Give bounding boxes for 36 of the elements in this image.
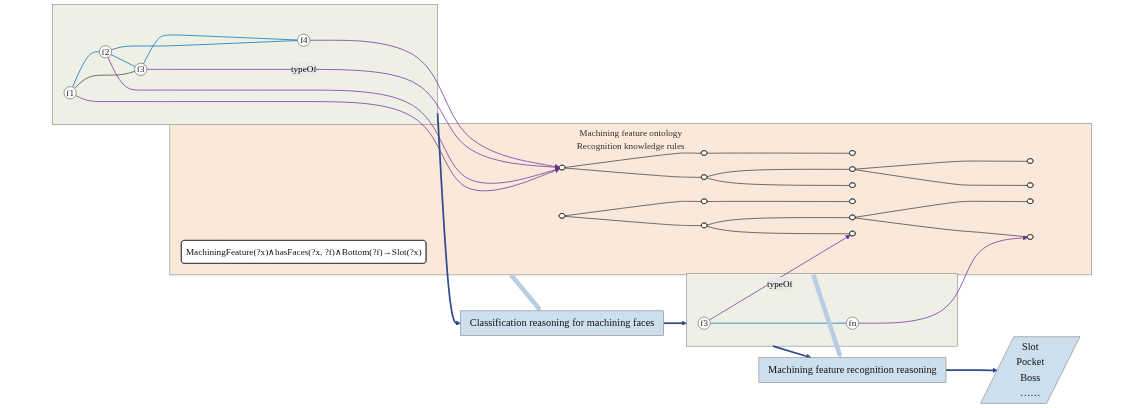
connector — [706, 201, 851, 202]
node-box: Classification reasoning for machining faces — [460, 310, 664, 336]
connector — [110, 40, 298, 51]
connector — [855, 160, 1029, 170]
node-circle: f3 — [697, 316, 711, 330]
connector — [564, 216, 702, 227]
connector — [706, 177, 851, 186]
arrow — [772, 345, 812, 359]
node-circle: f2 — [99, 45, 112, 59]
connector — [564, 167, 702, 178]
arrow — [662, 320, 687, 326]
connector — [74, 70, 136, 89]
arrow — [811, 274, 843, 358]
edge-label: typeOf — [767, 278, 793, 289]
connector — [706, 226, 851, 235]
edge-label: typeOf — [290, 64, 317, 74]
arrow — [436, 112, 461, 326]
connector — [72, 51, 100, 88]
connector — [855, 217, 1029, 238]
arrow — [945, 367, 998, 373]
node-circle: f4 — [297, 33, 311, 47]
connector — [855, 200, 1029, 218]
connector — [706, 168, 851, 178]
cluster — [686, 273, 958, 347]
arrow — [509, 273, 542, 312]
connector — [564, 200, 702, 217]
node-box: Machining feature recognition reasoning — [758, 357, 947, 383]
node-circle: f3 — [134, 62, 148, 76]
connector — [564, 152, 702, 168]
node-circle: f1 — [63, 86, 77, 100]
connector — [706, 152, 851, 154]
node-circle: fn — [846, 316, 859, 330]
connector — [143, 34, 298, 65]
cluster — [52, 4, 438, 125]
connector — [855, 169, 1029, 186]
connector — [706, 217, 851, 226]
